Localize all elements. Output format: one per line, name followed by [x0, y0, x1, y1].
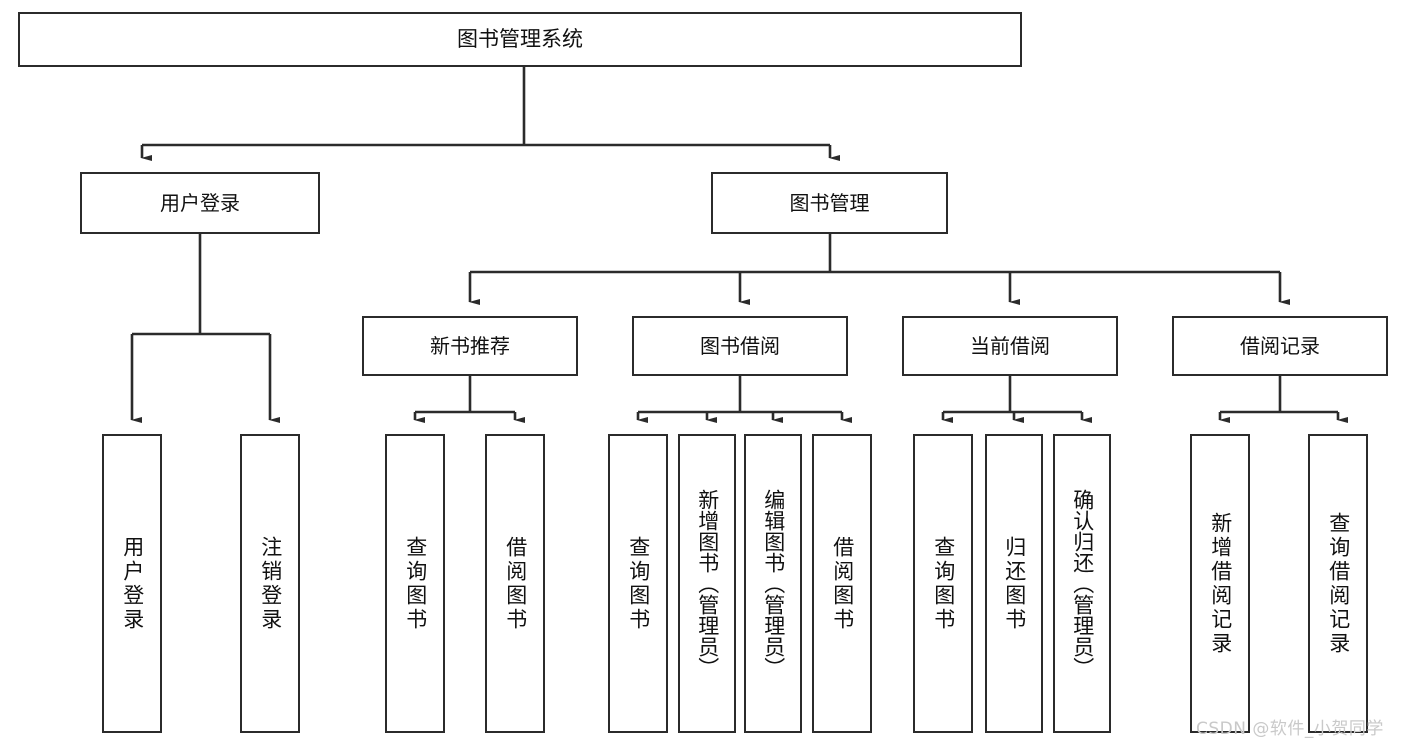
leaf-add-borrow-record-label: 新增借阅记录 [1208, 511, 1233, 656]
leaf-query-borrow-record[interactable]: 查询借阅记录 [1308, 434, 1368, 733]
leaf-borrow-book[interactable]: 借阅图书 [812, 434, 872, 733]
node-current-borrow-label: 当前借阅 [970, 333, 1050, 358]
leaf-user-login[interactable]: 用户登录 [102, 434, 162, 733]
leaf-add-book-admin-label: 新增图书（管理员） [695, 489, 720, 678]
node-book-manage[interactable]: 图书管理 [711, 172, 948, 234]
leaf-user-logout[interactable]: 注销登录 [240, 434, 300, 733]
leaf-return-book[interactable]: 归还图书 [985, 434, 1043, 733]
leaf-borrow-book-rec-label: 借阅图书 [503, 535, 528, 632]
node-book-manage-label: 图书管理 [789, 190, 870, 215]
node-new-book-rec[interactable]: 新书推荐 [362, 316, 578, 376]
leaf-query-book-borrow[interactable]: 查询图书 [608, 434, 668, 733]
leaf-query-book-cur-label: 查询图书 [931, 535, 956, 632]
node-user-login[interactable]: 用户登录 [80, 172, 320, 234]
node-borrow-record-label: 借阅记录 [1240, 333, 1320, 358]
node-new-book-rec-label: 新书推荐 [430, 333, 510, 358]
node-root-label: 图书管理系统 [457, 26, 583, 51]
leaf-query-book-rec[interactable]: 查询图书 [385, 434, 445, 733]
leaf-confirm-return-admin-label: 确认归还（管理员） [1070, 489, 1095, 678]
leaf-borrow-book-label: 借阅图书 [830, 535, 855, 632]
watermark: CSDN @软件_小贺同学 [1196, 719, 1384, 739]
leaf-edit-book-admin-label: 编辑图书（管理员） [761, 489, 786, 678]
leaf-query-book-cur[interactable]: 查询图书 [913, 434, 973, 733]
leaf-query-book-borrow-label: 查询图书 [626, 535, 651, 632]
leaf-add-borrow-record[interactable]: 新增借阅记录 [1190, 434, 1250, 733]
leaf-user-logout-label: 注销登录 [258, 535, 283, 632]
leaf-edit-book-admin[interactable]: 编辑图书（管理员） [744, 434, 802, 733]
leaf-confirm-return-admin[interactable]: 确认归还（管理员） [1053, 434, 1111, 733]
leaf-add-book-admin[interactable]: 新增图书（管理员） [678, 434, 736, 733]
node-user-login-label: 用户登录 [160, 190, 240, 215]
leaf-query-book-rec-label: 查询图书 [403, 535, 428, 632]
leaf-return-book-label: 归还图书 [1002, 535, 1027, 632]
node-book-borrow-label: 图书借阅 [700, 333, 780, 358]
node-borrow-record[interactable]: 借阅记录 [1172, 316, 1388, 376]
node-current-borrow[interactable]: 当前借阅 [902, 316, 1118, 376]
leaf-borrow-book-rec[interactable]: 借阅图书 [485, 434, 545, 733]
leaf-query-borrow-record-label: 查询借阅记录 [1326, 511, 1351, 656]
node-root[interactable]: 图书管理系统 [18, 12, 1022, 67]
leaf-user-login-label: 用户登录 [120, 535, 145, 632]
node-book-borrow[interactable]: 图书借阅 [632, 316, 848, 376]
